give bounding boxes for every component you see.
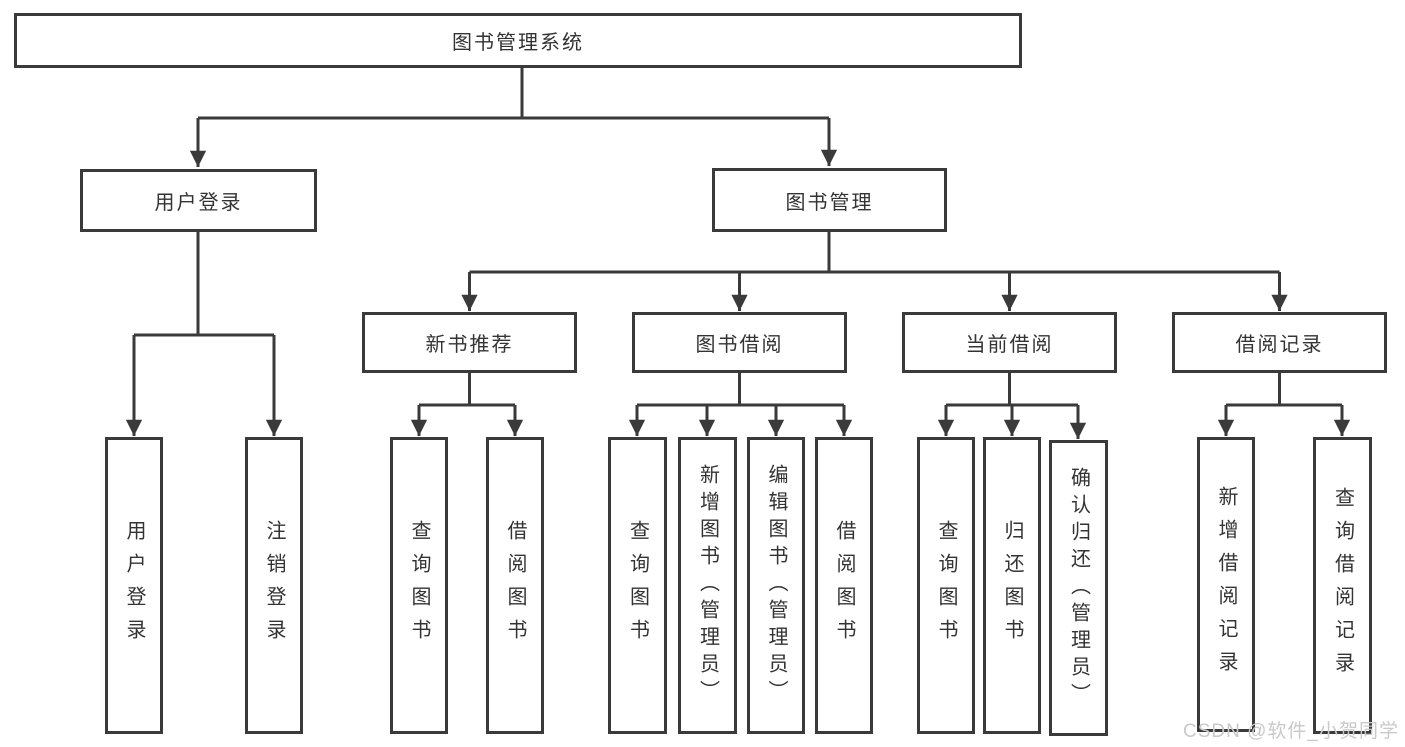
leaf-edit-book-admin: 编辑图书（管理员） [747,437,805,734]
leaf-borrow-book: 借阅图书 [815,437,873,734]
leaf-return-book: 归还图书 [983,437,1041,734]
node-borrow-record: 借阅记录 [1172,312,1387,373]
node-root-system: 图书管理系统 [14,13,1022,68]
tree-edges [125,68,1351,439]
leaf-borrow-book-recommend: 借阅图书 [486,437,544,734]
node-book-borrow: 图书借阅 [632,312,847,373]
leaf-confirm-return-admin: 确认归还（管理员） [1049,440,1108,736]
leaf-add-book-admin: 新增图书（管理员） [678,437,737,734]
watermark: CSDN @软件_小贺同学 [1183,721,1399,742]
leaf-add-borrow-record: 新增借阅记录 [1197,437,1255,732]
leaf-query-book-borrow: 查询图书 [608,437,667,734]
leaf-query-book-current: 查询图书 [917,437,975,734]
node-user-login: 用户登录 [80,169,317,232]
leaf-query-book-recommend: 查询图书 [390,437,448,734]
leaf-logout: 注销登录 [245,437,303,734]
node-new-book-recommend: 新书推荐 [362,312,577,373]
node-book-management: 图书管理 [712,168,947,232]
node-current-borrow: 当前借阅 [902,312,1117,373]
leaf-query-borrow-record: 查询借阅记录 [1313,437,1372,734]
leaf-user-login: 用户登录 [105,437,163,734]
